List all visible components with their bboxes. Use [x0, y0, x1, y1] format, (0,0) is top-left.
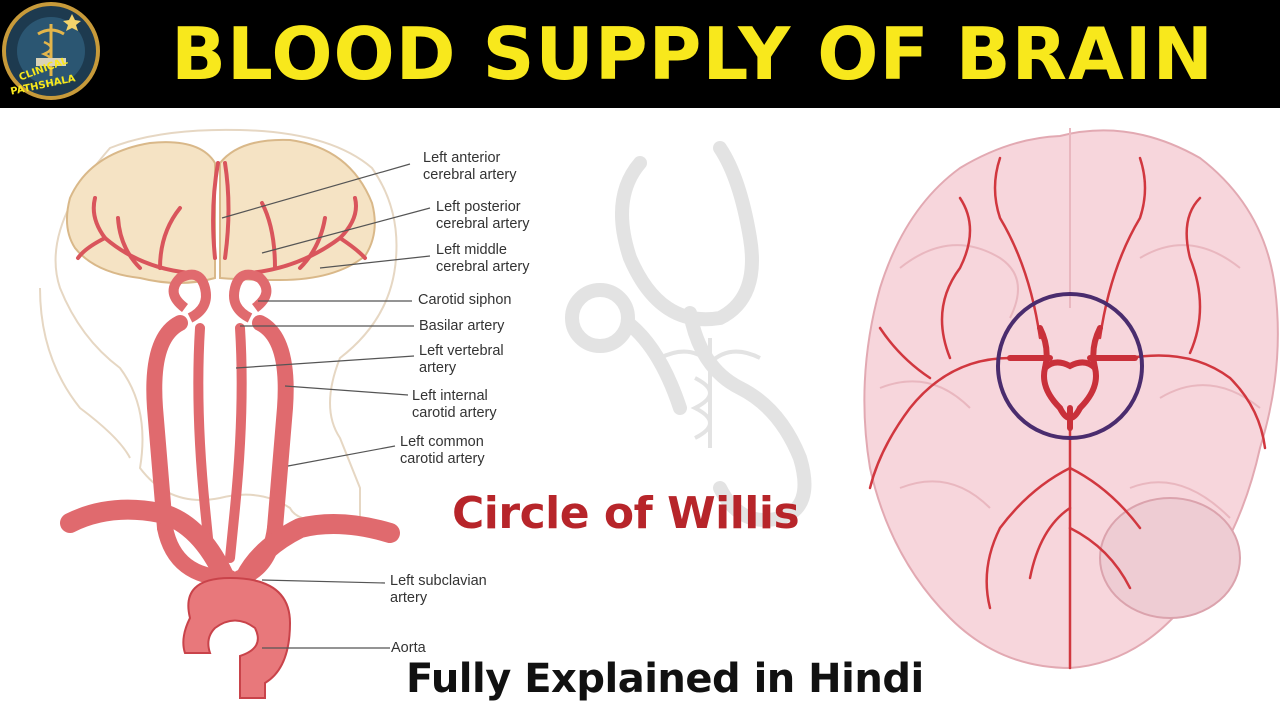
label-left-middle-cerebral: Left middle cerebral artery: [436, 242, 529, 276]
label-line-1: Left internal: [412, 388, 488, 404]
stethoscope-watermark: [565, 141, 812, 527]
footer-subtitle: Fully Explained in Hindi: [406, 656, 924, 702]
label-line-1: Left middle: [436, 242, 507, 258]
subclavian-left: [235, 514, 400, 588]
label-line-1: Left subclavian: [390, 573, 487, 589]
label-aorta: Aorta: [391, 640, 426, 656]
brain-gyri: [879, 128, 1261, 519]
label-line-1: Left posterior: [436, 199, 521, 215]
label-line-2: carotid artery: [412, 405, 497, 421]
label-line-2: cerebral artery: [423, 167, 517, 183]
aorta: [182, 576, 292, 699]
label-leader-lines: [221, 163, 431, 649]
label-left-internal-carotid: Left internal carotid artery: [412, 388, 497, 422]
neck-outline: [39, 287, 131, 459]
brain-hemisphere-left: [219, 138, 376, 282]
label-left-common-carotid: Left common carotid artery: [400, 434, 485, 468]
label-line-2: artery: [390, 590, 428, 606]
label-line-2: cerebral artery: [436, 259, 530, 275]
circle-of-willis-vessels: [1007, 325, 1138, 431]
label-line-2: artery: [419, 360, 457, 376]
label-left-subclavian: Left subclavian artery: [390, 573, 487, 607]
carotid-siphon-left: [229, 269, 272, 323]
header-banner: CLINICAL PATHSHALA BLOOD SUPPLY OF BRAIN: [0, 0, 1280, 108]
label-basilar-artery: Basilar artery: [419, 318, 505, 334]
label-line-2: cerebral artery: [436, 216, 530, 232]
label-carotid-siphon: Carotid siphon: [418, 292, 512, 308]
label-line-1: Left anterior: [423, 150, 501, 166]
label-line-2: carotid artery: [400, 451, 485, 467]
blood-supply-diagram: [39, 128, 1279, 699]
circle-of-willis-highlight: [996, 292, 1144, 440]
label-left-posterior-cerebral: Left posterior cerebral artery: [436, 199, 529, 233]
label-left-anterior-cerebral: Left anterior cerebral artery: [423, 150, 516, 184]
label-line-1: Left common: [400, 434, 484, 450]
cerebellum: [1099, 497, 1241, 619]
cerebral-artery-branches: [76, 161, 367, 275]
clinical-pathshala-logo: [2, 2, 100, 100]
label-left-vertebral: Left vertebral artery: [419, 343, 504, 377]
caduceus-watermark: [659, 338, 761, 448]
brain-hemisphere-right: [65, 141, 216, 284]
label-line-1: Left vertebral: [419, 343, 504, 359]
circle-of-willis-title: Circle of Willis: [452, 488, 800, 539]
carotid-siphon-right: [168, 269, 211, 323]
page-title: BLOOD SUPPLY OF BRAIN: [171, 12, 1214, 96]
subclavian-right: [60, 499, 235, 588]
